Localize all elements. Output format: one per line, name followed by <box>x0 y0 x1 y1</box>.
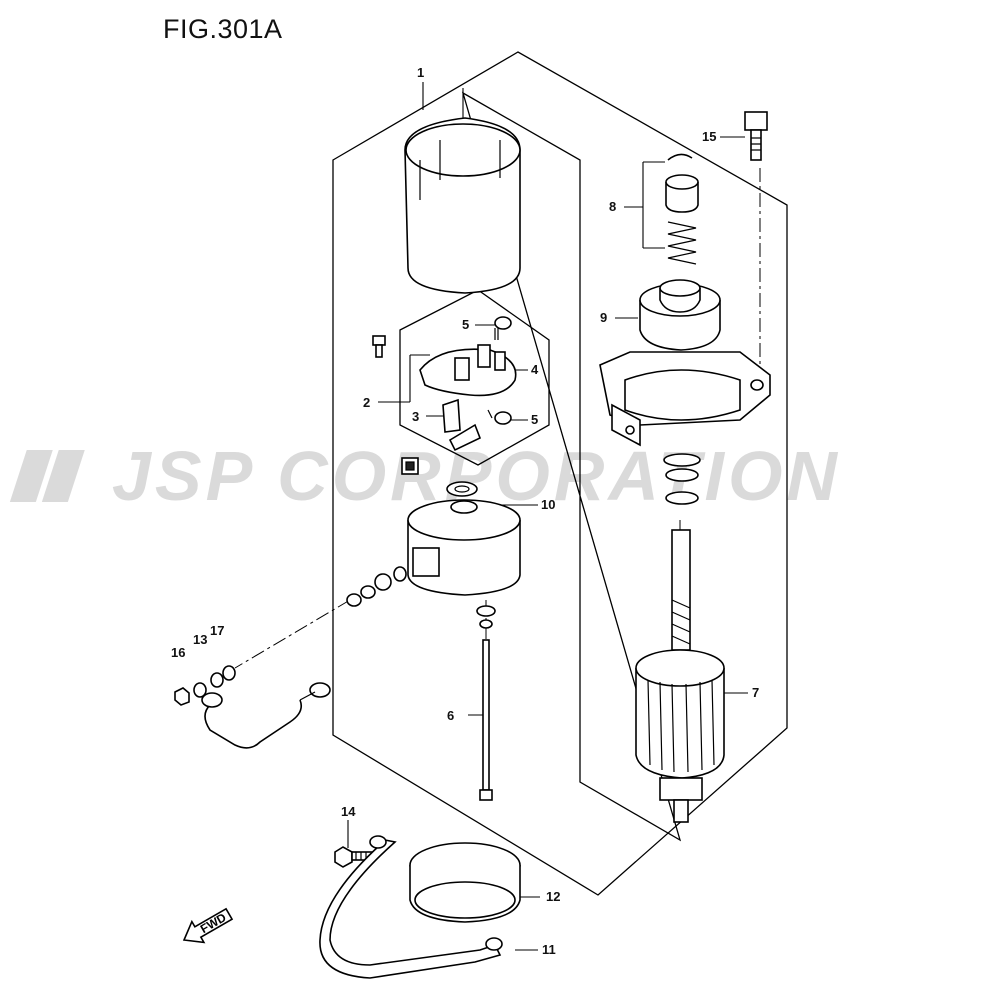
armature <box>635 529 725 823</box>
callout-17: 17 <box>210 623 225 638</box>
yoke-housing <box>404 117 521 294</box>
pinion-collar <box>665 174 699 213</box>
clamp-band-12 <box>409 842 521 923</box>
callout-14: 14 <box>341 804 356 819</box>
brush-spring-lower <box>487 409 512 425</box>
washer-10-upper <box>446 481 478 497</box>
drive-end-housing <box>599 351 771 447</box>
housing-washers <box>663 453 701 505</box>
brush-holder-plate <box>419 344 517 397</box>
nut-16 <box>174 687 190 706</box>
brush <box>442 398 482 452</box>
callout-10: 10 <box>541 497 556 512</box>
assembly-frame <box>332 51 788 896</box>
brush-holder-screw <box>372 335 386 358</box>
callout-13: 13 <box>193 632 208 647</box>
bolt-15 <box>744 111 768 161</box>
callout-6: 6 <box>447 708 455 723</box>
fwd-arrow-icon: FWD <box>182 907 234 944</box>
stop-ring <box>667 153 693 161</box>
callout-7: 7 <box>752 685 760 700</box>
callout-3: 3 <box>412 409 420 424</box>
callout-5-lower: 5 <box>531 412 539 427</box>
washer-10-lower <box>450 500 478 514</box>
bolt-14 <box>334 846 373 868</box>
end-cover <box>407 499 521 596</box>
brush-spring-upper <box>494 316 512 340</box>
terminal-plate <box>401 457 419 475</box>
pinion-spring <box>667 221 697 265</box>
callout-16: 16 <box>171 645 186 660</box>
strap-bracket-11 <box>319 835 503 979</box>
through-bolt <box>476 605 496 801</box>
washer-17 <box>210 665 236 688</box>
washer-13 <box>193 682 207 698</box>
callout-2: 2 <box>363 395 371 410</box>
callout-9: 9 <box>600 310 608 325</box>
lead-wire <box>201 682 331 749</box>
callout-1: 1 <box>417 65 425 80</box>
callout-12: 12 <box>546 889 561 904</box>
callout-11: 11 <box>542 942 556 957</box>
terminal-washers <box>346 566 407 607</box>
callout-5-upper: 5 <box>462 317 470 332</box>
figure-title: FIG.301A <box>163 14 283 44</box>
callout-4: 4 <box>531 362 539 377</box>
pinion-gear <box>639 279 721 351</box>
callout-15: 15 <box>702 129 717 144</box>
callout-8: 8 <box>609 199 617 214</box>
inner-frame <box>461 91 682 842</box>
